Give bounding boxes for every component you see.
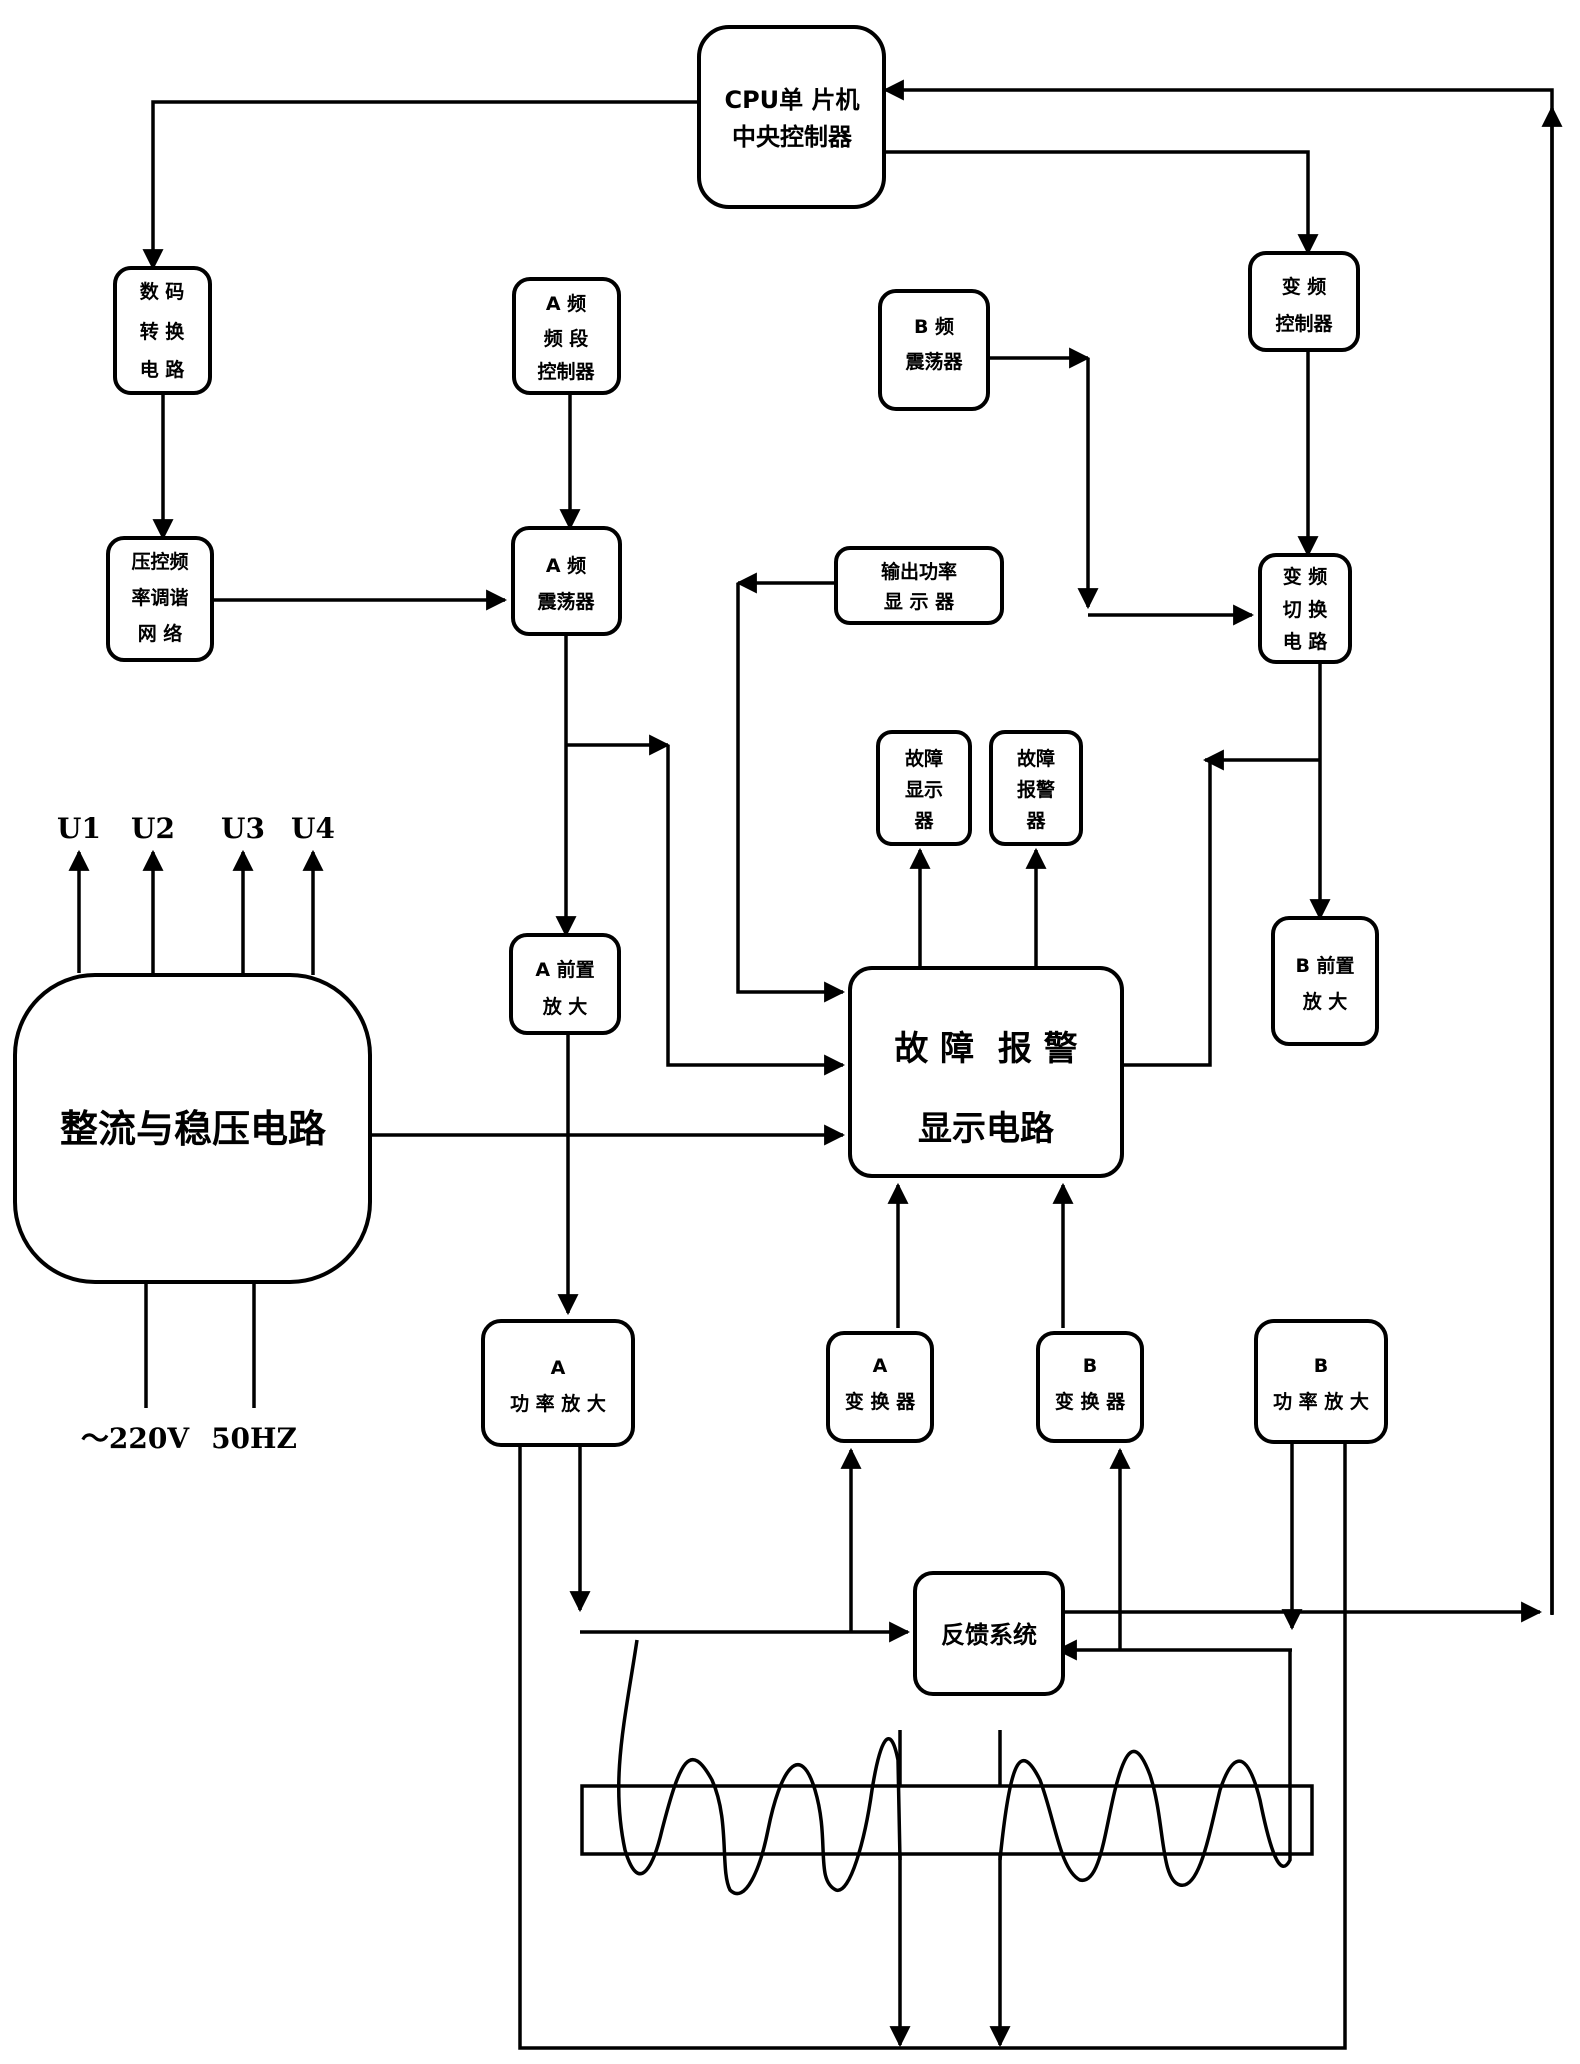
a-power-amp-line-1: A (551, 1357, 566, 1379)
fault-display-line-3: 器 (913, 810, 934, 832)
b-power-amp-block: B 功 率 放 大 (1254, 1319, 1388, 1444)
freq-switch-line-1: 变 频 (1283, 565, 1328, 588)
connectors (68, 79, 1563, 2050)
output-u4: U4 (291, 812, 335, 845)
vco-network-line-2: 率调谐 (131, 586, 188, 609)
b-osc-line-2: 震荡器 (905, 350, 963, 373)
a-osc-line-1: A 频 (546, 554, 586, 577)
a-band-ctrl-line-2: 频 段 (544, 327, 590, 350)
freq-switch-line-3: 电 路 (1283, 630, 1329, 653)
cpu-block: CPU单 片机 中央控制器 (697, 25, 886, 209)
freq-ctrl-block: 变 频 控制器 (1248, 251, 1360, 352)
fault-alarm-line-2: 报警 (1017, 778, 1055, 801)
digital-convert-line-3: 电 路 (140, 358, 186, 381)
freq-ctrl-line-2: 控制器 (1275, 312, 1333, 335)
b-osc-block: B 频 震荡器 (878, 289, 990, 411)
a-converter-line-1: A (873, 1355, 888, 1377)
power-display-line-2: 显 示 器 (884, 591, 955, 613)
a-converter-block: A 变 换 器 (826, 1331, 934, 1443)
b-power-amp-line-2: 功 率 放 大 (1273, 1390, 1369, 1413)
power-display-line-1: 输出功率 (881, 560, 957, 583)
a-band-ctrl-block: A 频 频 段 控制器 (512, 277, 621, 395)
b-converter-line-1: B (1083, 1355, 1097, 1377)
fault-display-block: 故障 显示 器 (876, 730, 972, 846)
output-labels: U1 U2 U3 U4 (57, 812, 335, 845)
rectifier-label: 整流与稳压电路 (60, 1107, 327, 1151)
b-converter-block: B 变 换 器 (1036, 1331, 1144, 1443)
b-power-amp-line-1: B (1314, 1355, 1328, 1377)
a-osc-line-2: 震荡器 (537, 590, 595, 613)
digital-convert-line-1: 数 码 (140, 280, 185, 303)
fault-display-line-1: 故障 (905, 747, 943, 770)
digital-convert-block: 数 码 转 换 电 路 (113, 266, 212, 395)
rectifier-block: 整流与稳压电路 (13, 973, 372, 1284)
feedback-block: 反馈系统 (913, 1571, 1065, 1696)
b-osc-line-1: B 频 (914, 315, 954, 338)
output-u3: U3 (221, 812, 265, 845)
freq-switch-line-2: 切 换 (1283, 598, 1329, 621)
input-labels: ～220V 50HZ (81, 1422, 297, 1455)
a-converter-line-2: 变 换 器 (845, 1390, 916, 1413)
freq-switch-block: 变 频 切 换 电 路 (1258, 553, 1352, 664)
a-power-amp-line-2: 功 率 放 大 (510, 1392, 606, 1415)
a-preamp-line-1: A 前置 (535, 958, 594, 981)
input-frequency: 50HZ (211, 1422, 297, 1455)
b-preamp-line-1: B 前置 (1295, 954, 1354, 977)
vco-network-line-3: 网 络 (138, 622, 183, 645)
a-preamp-block: A 前置 放 大 (509, 933, 621, 1035)
a-preamp-line-2: 放 大 (542, 995, 588, 1018)
coil-core (580, 1639, 1314, 1896)
fault-circuit-line-1: 故 障 报 警 (894, 1029, 1077, 1069)
cpu-line-2: 中央控制器 (732, 123, 853, 151)
feedback-label: 反馈系统 (941, 1621, 1037, 1649)
vco-network-line-1: 压控频 (131, 550, 188, 573)
fault-display-line-2: 显示 (905, 779, 943, 801)
cpu-line-1: CPU单 片机 (724, 86, 859, 114)
fault-alarm-line-3: 器 (1025, 810, 1046, 832)
a-power-amp-block: A 功 率 放 大 (481, 1319, 635, 1447)
a-osc-block: A 频 震荡器 (511, 526, 622, 636)
b-preamp-line-2: 放 大 (1302, 990, 1348, 1013)
b-converter-line-2: 变 换 器 (1055, 1390, 1126, 1413)
b-preamp-block: B 前置 放 大 (1271, 916, 1379, 1046)
fault-circuit-line-2: 显示电路 (918, 1109, 1055, 1149)
power-display-block: 输出功率 显 示 器 (834, 546, 1004, 625)
a-band-ctrl-line-3: 控制器 (537, 360, 595, 383)
fault-alarm-line-1: 故障 (1017, 747, 1055, 770)
fault-circuit-block: 故 障 报 警 显示电路 (848, 966, 1124, 1178)
a-band-ctrl-line-1: A 频 (546, 292, 586, 315)
output-u1: U1 (57, 812, 101, 845)
output-u2: U2 (131, 812, 175, 845)
freq-ctrl-line-1: 变 频 (1282, 275, 1327, 298)
digital-convert-line-2: 转 换 (140, 320, 186, 343)
fault-alarm-block: 故障 报警 器 (989, 730, 1083, 846)
input-voltage: ～220V (81, 1422, 190, 1455)
vco-network-block: 压控频 率调谐 网 络 (106, 536, 214, 662)
